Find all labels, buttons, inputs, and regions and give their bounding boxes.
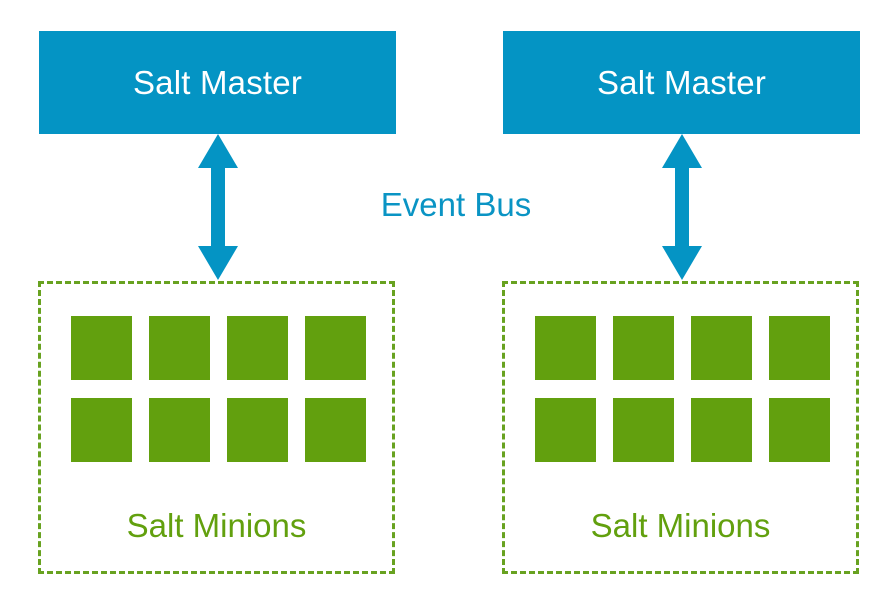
salt-master-label: Salt Master [132,63,303,101]
minion-grid [71,316,366,462]
salt-master-box-left: Salt Master [39,31,396,134]
salt-minion-square [613,316,674,380]
salt-minion-square [613,398,674,462]
salt-minion-square [227,316,288,380]
salt-minions-label: Salt Minions [126,507,307,544]
bidirectional-arrow-left-icon [198,134,238,280]
salt-minion-square [71,316,132,380]
salt-minion-square [71,398,132,462]
salt-minion-square [305,316,366,380]
salt-minion-square [149,316,210,380]
salt-master-label: Salt Master [596,63,767,101]
salt-minion-square [769,398,830,462]
salt-minion-square [691,316,752,380]
bidirectional-arrow-right-icon [662,134,702,280]
salt-minion-square [227,398,288,462]
salt-minions-label: Salt Minions [590,507,771,544]
minion-grid [535,316,830,462]
salt-minion-square [691,398,752,462]
salt-minion-square [535,316,596,380]
salt-minion-square [535,398,596,462]
salt-minion-square [149,398,210,462]
salt-minions-group-left: Salt Minions [38,281,395,574]
salt-minion-square [305,398,366,462]
salt-minions-group-right: Salt Minions [502,281,859,574]
salt-master-box-right: Salt Master [503,31,860,134]
salt-minion-square [769,316,830,380]
event-bus-label: Event Bus [380,186,532,223]
